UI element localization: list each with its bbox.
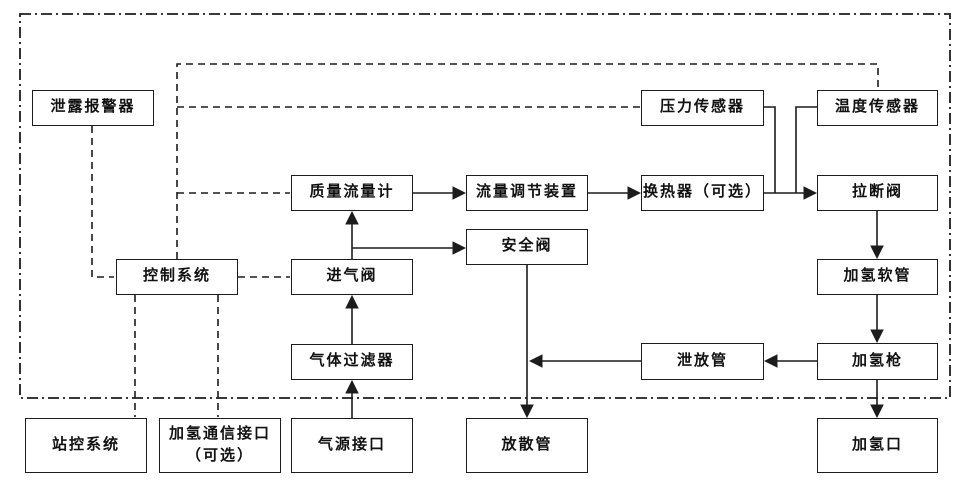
node-temperature-sensor: 温度传感器 — [817, 90, 938, 126]
node-hydrogen-nozzle: 加氢枪 — [817, 343, 938, 380]
node-hydrogen-hose: 加氢软管 — [817, 259, 938, 295]
node-leak-alarm: 泄露报警器 — [32, 90, 154, 126]
tap-temp-sensor — [795, 106, 817, 193]
node-heat-exchanger: 换热器（可选） — [641, 175, 764, 211]
node-hydrogen-port: 加氢口 — [817, 418, 938, 473]
node-comm-interface: 加氢通信接口 （可选） — [159, 418, 281, 473]
node-inlet-valve: 进气阀 — [291, 259, 413, 295]
enclosure-border — [19, 13, 951, 399]
node-vent-pipe: 泄放管 — [641, 343, 764, 380]
node-station-control: 站控系统 — [25, 418, 147, 473]
tap-pressure-sensor — [764, 106, 776, 193]
node-gas-filter: 气体过滤器 — [291, 344, 413, 380]
node-gas-source-port: 气源接口 — [291, 418, 413, 473]
node-control-system: 控制系统 — [116, 259, 238, 295]
node-safety-valve: 安全阀 — [466, 229, 588, 265]
node-pressure-sensor: 压力传感器 — [641, 90, 764, 126]
signal-control-to-temp-sensor — [176, 63, 879, 259]
node-breakaway-valve: 拉断阀 — [817, 175, 938, 211]
node-mass-flow-meter: 质量流量计 — [291, 175, 413, 211]
signal-leak-alarm-to-control — [91, 126, 114, 278]
node-flow-regulator: 流量调节装置 — [466, 175, 588, 211]
node-discharge-stack: 放散管 — [466, 418, 588, 473]
